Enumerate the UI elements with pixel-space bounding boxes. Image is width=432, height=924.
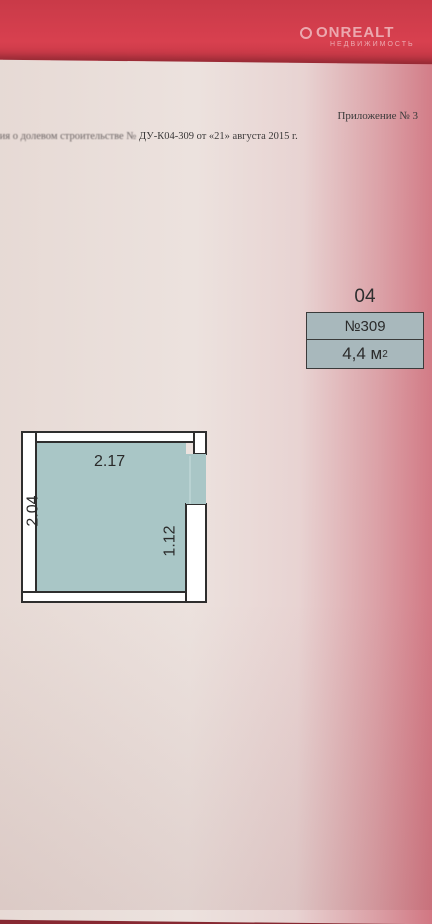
floor-plan: 2.17 2.04 1.12 bbox=[14, 428, 214, 608]
watermark: ONREALT НЕДВИЖИМОСТЬ bbox=[300, 24, 432, 48]
contract-prefix: ния о долевом строительстве № bbox=[0, 131, 139, 142]
unit-area-unit: 2 bbox=[382, 348, 388, 360]
watermark-subtitle: НЕДВИЖИМОСТЬ bbox=[330, 41, 415, 48]
room-area bbox=[36, 442, 186, 592]
opening bbox=[186, 454, 206, 504]
contract-number: ДУ-К04-309 от «21» августа 2015 г. bbox=[138, 131, 298, 142]
opening-dimension: 1.12 bbox=[161, 525, 179, 557]
unit-number: №309 bbox=[307, 313, 423, 340]
wall-right-lower bbox=[185, 503, 207, 603]
watermark-logo-icon bbox=[300, 26, 312, 39]
watermark-brand: ONREALT bbox=[316, 24, 395, 41]
floor-plan-drawing bbox=[21, 431, 207, 603]
wall-bottom bbox=[21, 591, 207, 603]
appendix-header: Приложение № 3 bbox=[337, 110, 418, 122]
red-folder-cover bbox=[0, 0, 432, 70]
wall-right-stub bbox=[193, 431, 207, 455]
contract-line: ния о долевом строительстве № ДУ-К04-309… bbox=[0, 131, 424, 142]
width-dimension: 2.17 bbox=[94, 453, 126, 470]
wall-top bbox=[21, 431, 207, 443]
height-dimension: 2.04 bbox=[24, 495, 42, 527]
floor-number: 04 bbox=[354, 286, 376, 307]
unit-area-value: 4,4 м bbox=[342, 344, 383, 363]
sheet-shadow bbox=[0, 600, 432, 910]
